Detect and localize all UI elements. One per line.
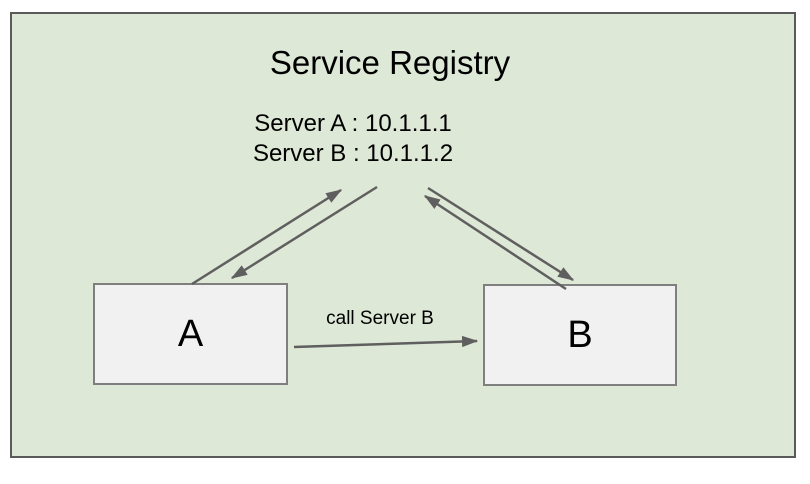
- registry-entry-server-b: Server B : 10.1.1.2: [252, 140, 454, 167]
- node-a: A: [93, 283, 288, 385]
- diagram-title: Service Registry: [269, 44, 511, 81]
- node-b-label: B: [567, 313, 593, 356]
- registry-entry-server-a: Server A : 10.1.1.1: [254, 110, 452, 137]
- node-a-label: A: [177, 312, 204, 355]
- edge-label-call-server-b: call Server B: [326, 308, 434, 329]
- node-b: B: [483, 284, 677, 386]
- registry-entries: Server A : 10.1.1.1 Server B : 10.1.1.2: [153, 109, 553, 169]
